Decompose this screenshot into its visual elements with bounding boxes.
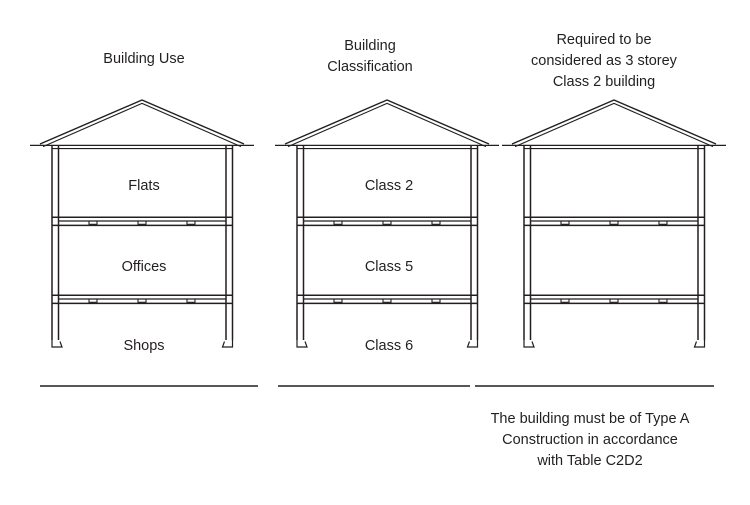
floor-label-use-top: Flats	[128, 178, 160, 194]
floor-label-classification-middle: Class 5	[364, 259, 414, 275]
floor-label-classification-bottom: Class 6	[364, 338, 414, 354]
floor-label-classification-top: Class 2	[364, 178, 414, 194]
column-heading-building-classification: Building Classification	[327, 38, 413, 75]
floor-label-use-middle: Offices	[121, 259, 167, 275]
building-section-required-classification	[475, 99, 727, 387]
building-section-building-use	[29, 99, 258, 387]
column-heading-building-use: Building Use	[103, 51, 185, 67]
floor-label-use-bottom: Shops	[123, 338, 165, 354]
column-heading-required-classification: Required to be considered as 3 storey Cl…	[531, 32, 677, 90]
construction-type-note: The building must be of Type A Construct…	[490, 411, 690, 469]
building-section-building-classification	[274, 99, 500, 387]
